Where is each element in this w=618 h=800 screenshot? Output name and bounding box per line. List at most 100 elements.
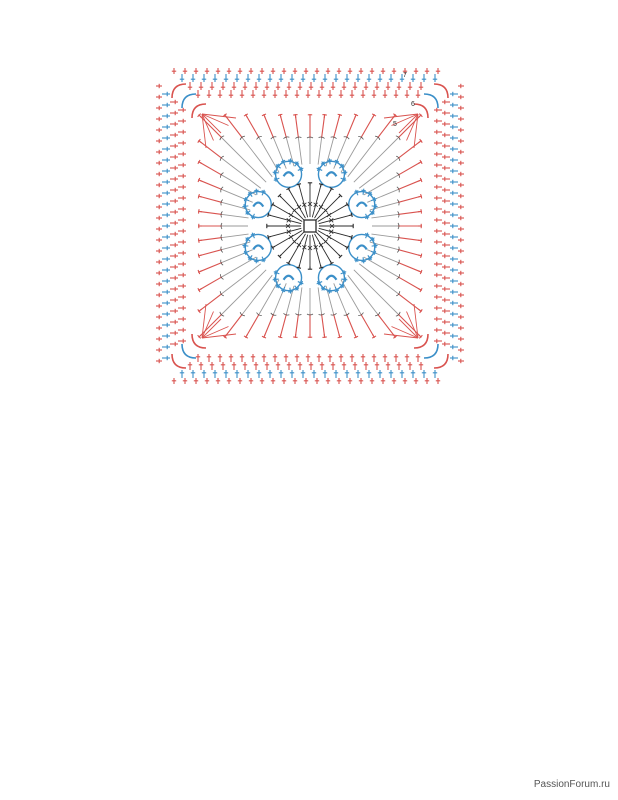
dc-ray (294, 313, 299, 337)
corner-fan-line (201, 113, 222, 134)
sc-arc (306, 136, 314, 139)
chain-ray (221, 174, 257, 196)
dc-ray (360, 115, 374, 139)
sc-arc (220, 222, 223, 230)
dc-ray (199, 313, 223, 337)
dc-ray (397, 141, 421, 159)
picot (282, 274, 295, 281)
petal-stitch (272, 278, 279, 281)
picot (355, 201, 368, 208)
petal-stitch-bar (274, 270, 277, 275)
dc-ray-top-bar (419, 269, 423, 275)
petal-stitch-bar (300, 166, 304, 172)
dc-ray-top-bar (277, 336, 283, 339)
petal-stitch-bar (261, 190, 266, 193)
petal-stitch-bar (273, 277, 276, 282)
dc-ray-top-bar (197, 138, 201, 143)
petal-stitch-bar (344, 277, 347, 282)
petal-stitch-bar (288, 159, 293, 162)
center-stitch (311, 234, 322, 267)
center-x (307, 245, 313, 251)
corner-arc (413, 103, 429, 119)
center-x (326, 234, 332, 240)
petal-stitch (275, 283, 281, 288)
dc-ray-top-bar (420, 253, 423, 259)
petal-stitch-bar (343, 177, 346, 182)
picot (325, 274, 338, 281)
chain-ray (363, 256, 399, 278)
chain-ray (221, 269, 267, 315)
corner-arc (433, 353, 449, 369)
round-label-6: 6 (411, 101, 415, 108)
petal-stitch-bar (364, 216, 370, 220)
chain-ray (340, 279, 362, 315)
sc-arc (318, 136, 325, 139)
petal-stitch (248, 191, 253, 197)
sc-arc (396, 186, 400, 193)
corner-fan-line (201, 113, 214, 141)
dc-ray (397, 162, 421, 176)
dc-ray-top-bar (393, 113, 398, 117)
dc-ray-top-bar (197, 238, 200, 243)
petal-stitch (245, 237, 251, 242)
corner-arc (181, 343, 197, 359)
dc-ray-top-bar (419, 159, 423, 165)
dc-ray (377, 115, 395, 139)
sc-arc (397, 234, 400, 241)
dc-ray (199, 195, 223, 203)
petal-stitch (289, 158, 292, 165)
dc-ray-top-bar (197, 334, 202, 339)
dc-ray (397, 195, 421, 203)
center-x (318, 204, 324, 210)
center-stitch-top-bar (338, 254, 343, 259)
petal-stitch-bar (327, 159, 332, 162)
center-stitch (314, 233, 332, 263)
sc-arc (396, 155, 401, 161)
corner-fan-line (201, 303, 207, 339)
sc-arc (219, 155, 224, 161)
petal-stitch (281, 159, 286, 166)
petal-stitch-bar (261, 259, 266, 262)
center-stitch (318, 227, 351, 238)
chain-ray (353, 269, 399, 315)
petal-stitch-bar (368, 256, 373, 261)
sc-arc (396, 259, 400, 266)
petal-stitch (255, 188, 258, 195)
round-label-5: 5 (393, 121, 397, 128)
chain-ray (221, 213, 249, 219)
petal-stitch-bar (320, 287, 325, 291)
dc-ray (199, 162, 223, 176)
center-x (296, 204, 302, 210)
petal-stitch-bar (275, 284, 280, 289)
dc-ray (397, 210, 421, 215)
dc-ray-top-bar (243, 335, 249, 339)
corner-fan-line (413, 303, 419, 339)
dc-ray-top-bar (420, 193, 423, 199)
center-stitch (288, 233, 306, 263)
petal-stitch-bar (371, 236, 375, 241)
center-stitch (314, 189, 332, 219)
chain-ray (242, 274, 273, 315)
petal-stitch-bar (254, 189, 259, 192)
petal-stitch (275, 164, 281, 169)
petal-stitch (248, 255, 253, 261)
petal-stitch-bar (295, 287, 300, 291)
dc-ray (199, 293, 223, 311)
dc-ray (199, 179, 223, 191)
petal-stitch (369, 210, 375, 215)
chain-ray (258, 137, 280, 173)
center-stitch-top-bar (267, 212, 270, 218)
dc-ray-top-bar (322, 336, 327, 339)
petal-stitch-bar (243, 243, 246, 248)
chain-ray (340, 137, 362, 173)
round-label-7: 7 (403, 72, 407, 79)
petal-stitch (340, 271, 347, 275)
petal-stitch-bar (343, 270, 346, 275)
center-stitch (316, 232, 341, 257)
petal-stitch (243, 197, 250, 202)
dc-ray (263, 115, 275, 139)
corner-fan-line (201, 318, 222, 339)
center-stitch-top-bar (345, 202, 349, 207)
corner-fan-line (201, 311, 214, 339)
petal-stitch (369, 237, 375, 242)
